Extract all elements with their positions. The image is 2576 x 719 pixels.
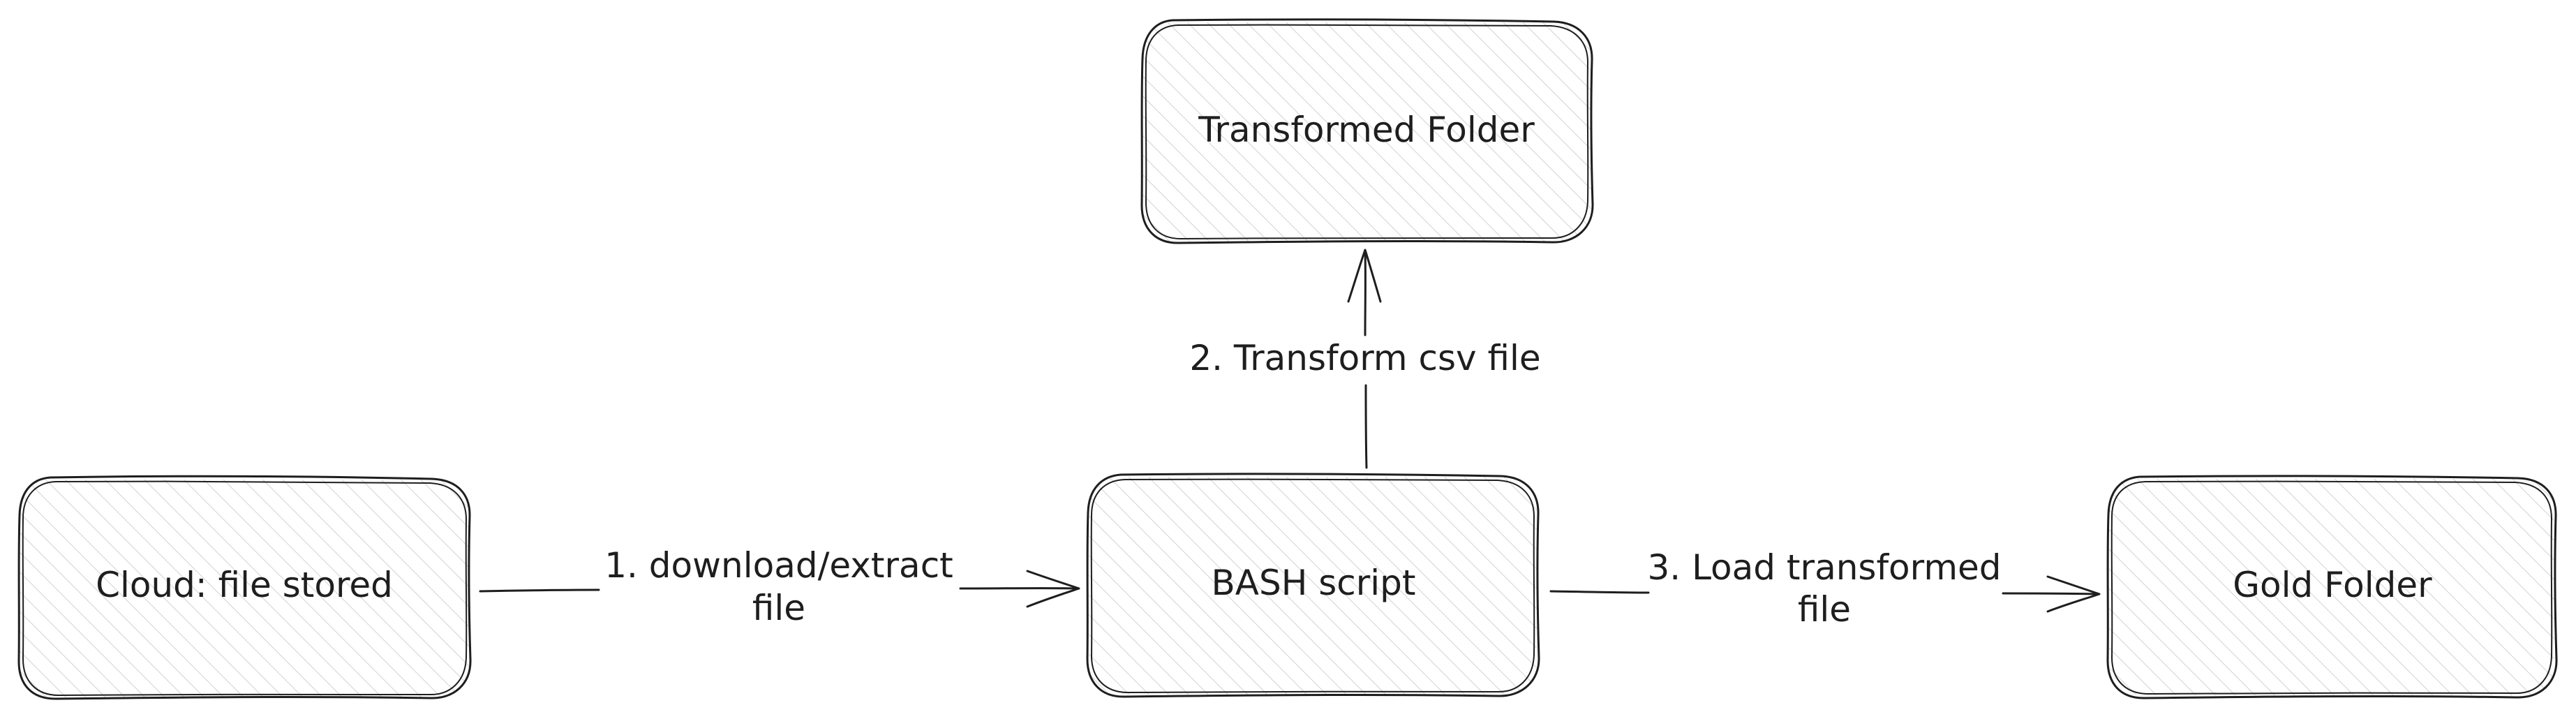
edge-load-line-right bbox=[2002, 592, 2099, 595]
node-label-transformed: Transformed Folder bbox=[1198, 110, 1535, 150]
node-cloud-file-stored[interactable]: Cloud: file stored bbox=[17, 475, 472, 700]
edge-load-line-left bbox=[1549, 590, 1650, 594]
edge-transform-csv[interactable]: 2. Transform csv file bbox=[1189, 249, 1541, 469]
edge-label-load-line1: 3. Load transformed bbox=[1647, 547, 2001, 588]
edge-download-extract[interactable]: 1. download/extract file bbox=[479, 545, 1080, 628]
edge-label-download-line1: 1. download/extract bbox=[604, 545, 953, 586]
edge-load-transformed[interactable]: 3. Load transformed file bbox=[1549, 547, 2101, 630]
edge-load-arrowhead bbox=[2046, 575, 2101, 613]
edge-download-line-left bbox=[479, 588, 600, 593]
edge-transform-arrowhead bbox=[1347, 249, 1382, 303]
edge-label-download-line2: file bbox=[752, 588, 805, 628]
edge-transform-line-bottom bbox=[1364, 384, 1368, 469]
node-label-cloud: Cloud: file stored bbox=[96, 565, 393, 605]
node-label-gold: Gold Folder bbox=[2233, 565, 2432, 605]
edge-download-arrowhead bbox=[1026, 570, 1080, 608]
edge-label-load-line2: file bbox=[1798, 589, 1851, 630]
edge-label-transform-line1: 2. Transform csv file bbox=[1189, 338, 1540, 378]
node-transformed-folder[interactable]: Transformed Folder bbox=[1140, 18, 1594, 244]
node-bash-script[interactable]: BASH script bbox=[1086, 473, 1540, 698]
node-gold-folder[interactable]: Gold Folder bbox=[2106, 475, 2558, 699]
node-label-bash: BASH script bbox=[1211, 563, 1415, 603]
